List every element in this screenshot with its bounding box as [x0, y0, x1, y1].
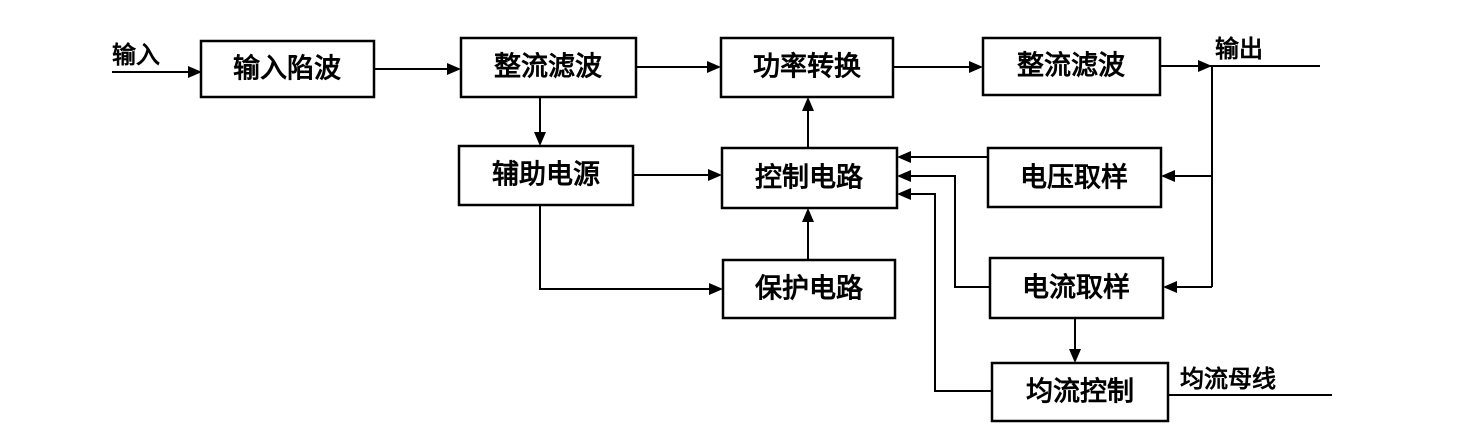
arrow-control-to-power	[802, 97, 814, 111]
block-rectifier-filter-2-label: 整流滤波	[1017, 51, 1126, 82]
block-input-trap: 输入陷波	[199, 39, 376, 99]
arrow-rectifier-to-aux	[534, 132, 546, 146]
block-rectifier-filter-1-label: 整流滤波	[494, 52, 603, 83]
block-rectifier-filter-2: 整流滤波	[981, 36, 1162, 97]
arrow-aux-to-protection	[709, 283, 723, 295]
block-current-sharing-control-label: 均流控制	[1026, 377, 1134, 408]
wire-aux-to-protection	[539, 205, 712, 290]
arrow-power-to-rectifier2	[969, 61, 983, 73]
block-current-sampling: 电流取样	[988, 256, 1165, 320]
arrow-protection-to-control	[802, 208, 814, 222]
arrow-output	[1198, 60, 1212, 72]
block-control-circuit: 控制电路	[720, 146, 899, 210]
arrow-sharing-to-control	[897, 188, 911, 200]
label-current-sharing-bus: 均流母线	[1180, 365, 1276, 393]
block-auxiliary-power-label: 辅助电源	[492, 160, 600, 191]
wire-current-to-control	[908, 175, 990, 288]
wire-sharing-to-control	[908, 193, 992, 392]
arrow-trap-to-rectifier	[447, 63, 461, 75]
arrow-rectifier-to-power	[707, 61, 721, 73]
block-power-conversion-label: 功率转换	[753, 51, 862, 83]
arrow-to-current-sampling	[1163, 281, 1177, 293]
arrow-to-voltage-sampling	[1161, 170, 1175, 182]
label-input: 输入	[112, 41, 160, 69]
block-power-conversion: 功率转换	[719, 36, 895, 99]
connection-lines	[112, 60, 1332, 396]
block-current-sampling-label: 电流取样	[1022, 272, 1130, 304]
label-output: 输出	[1215, 35, 1263, 63]
arrow-current-to-control	[897, 170, 911, 182]
block-voltage-sampling: 电压取样	[986, 146, 1163, 209]
arrow-voltage-to-control	[897, 151, 911, 163]
block-input-trap-label: 输入陷波	[233, 53, 342, 85]
block-auxiliary-power: 辅助电源	[457, 144, 635, 207]
block-voltage-sampling-label: 电压取样	[1020, 162, 1128, 194]
block-current-sharing-control: 均流控制	[990, 361, 1170, 423]
arrow-aux-to-control	[708, 169, 722, 181]
block-protection-circuit-label: 保护电路	[754, 273, 864, 305]
block-protection-circuit: 保护电路	[721, 258, 897, 320]
arrow-input	[188, 66, 202, 78]
block-control-circuit-label: 控制电路	[755, 162, 864, 194]
arrow-current-to-sharing	[1069, 349, 1081, 363]
block-rectifier-filter-1: 整流滤波	[459, 36, 638, 99]
